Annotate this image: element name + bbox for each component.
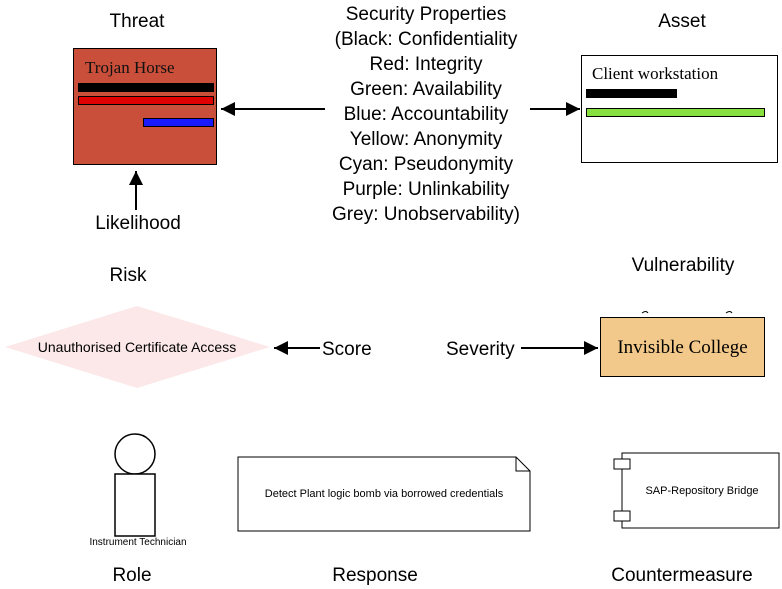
asset-bar-availability — [586, 108, 765, 117]
property-availability: Green: Availability — [350, 79, 502, 100]
properties-title: Security Properties — [345, 4, 507, 25]
likelihood-label: Likelihood — [95, 213, 181, 234]
property-integrity: Red: Integrity — [369, 54, 483, 75]
threat-bar-confidentiality — [78, 83, 214, 92]
property-anonymity: Yellow: Anonymity — [349, 129, 503, 150]
asset-name: Client workstation — [592, 64, 719, 83]
risk-diamond[interactable] — [5, 306, 270, 388]
role-actor-body[interactable] — [114, 473, 156, 537]
property-unobservability: Grey: Unobservability) — [332, 204, 520, 225]
role-name: Instrument Technician — [89, 537, 187, 548]
response-note-fold — [515, 457, 530, 472]
vulnerability-heading: Vulnerability — [631, 255, 735, 276]
component-port-top — [613, 458, 631, 470]
countermeasure-name: SAP-Repository Bridge — [645, 485, 759, 497]
security-properties-legend: Security Properties (Black: Confidential… — [332, 2, 520, 227]
role-actor-head — [114, 433, 156, 475]
threat-box[interactable]: Trojan Horse — [73, 48, 217, 165]
threat-bar-accountability — [143, 118, 214, 127]
vulnerability-box[interactable]: Invisible College — [600, 317, 765, 377]
property-confidentiality: (Black: Confidentiality — [334, 29, 518, 50]
asset-bar-confidentiality — [586, 89, 677, 98]
asset-box[interactable]: Client workstation — [581, 55, 778, 163]
response-heading: Response — [332, 565, 418, 586]
countermeasure-heading: Countermeasure — [611, 565, 753, 586]
property-unlinkability: Purple: Unlinkability — [342, 179, 510, 200]
vulnerability-name: Invisible College — [617, 337, 748, 358]
vulnerability-decoration — [641, 311, 733, 314]
severity-label: Severity — [446, 339, 515, 360]
countermeasure-box[interactable] — [621, 452, 780, 529]
response-name: Detect Plant logic bomb via borrowed cre… — [264, 488, 504, 500]
threat-heading: Threat — [109, 11, 165, 32]
score-label: Score — [322, 339, 372, 360]
property-pseudonymity: Cyan: Pseudonymity — [338, 154, 514, 175]
risk-name: Unauthorised Certificate Access — [37, 339, 237, 355]
risk-heading: Risk — [109, 265, 147, 286]
property-accountability: Blue: Accountability — [343, 104, 509, 125]
response-note-shape[interactable] — [237, 456, 531, 532]
role-heading: Role — [112, 565, 152, 586]
threat-name: Trojan Horse — [85, 58, 175, 77]
component-port-bottom — [613, 510, 631, 522]
asset-heading: Asset — [658, 11, 706, 32]
threat-bar-integrity — [78, 96, 214, 105]
